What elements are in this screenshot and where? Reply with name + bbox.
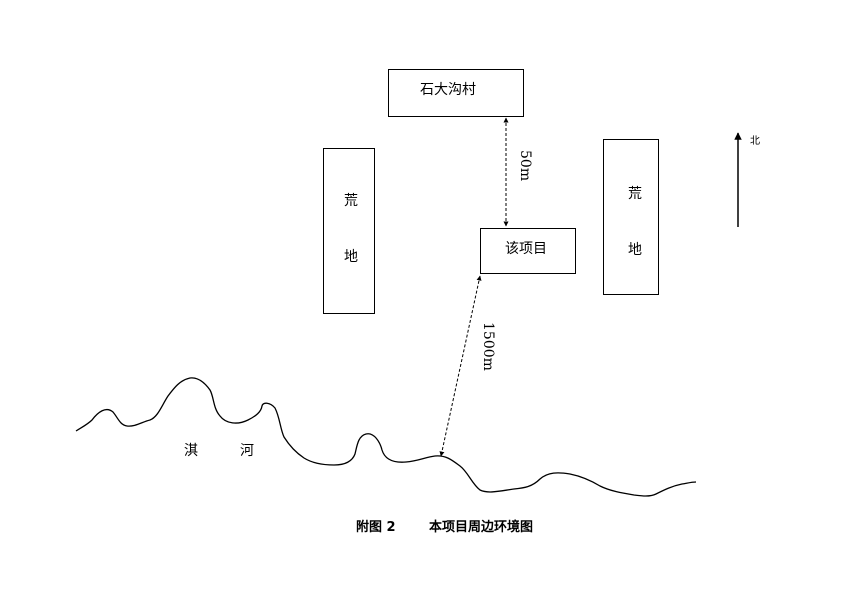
north-label: 北 bbox=[750, 136, 760, 147]
figure-number: 附图 2 bbox=[356, 520, 396, 535]
distance-label-village: 50m bbox=[517, 150, 533, 182]
project-box: 该项目 bbox=[480, 228, 576, 274]
project-label: 该项目 bbox=[505, 241, 547, 257]
wasteland-left-label-2: 地 bbox=[344, 249, 358, 265]
wasteland-right-box: 荒 地 bbox=[603, 139, 659, 295]
wasteland-left-box: 荒 地 bbox=[323, 148, 375, 314]
village-box: 石大沟村 bbox=[388, 69, 524, 117]
wasteland-right-label-2: 地 bbox=[628, 242, 642, 258]
village-label: 石大沟村 bbox=[420, 82, 476, 98]
wasteland-right-label-1: 荒 bbox=[628, 186, 642, 202]
distance-line-river bbox=[439, 275, 482, 457]
distance-label-river: 1500m bbox=[480, 322, 496, 371]
river-label-2: 河 bbox=[240, 443, 254, 459]
figure-title: 本项目周边环境图 bbox=[429, 520, 534, 535]
river-bank-line bbox=[75, 377, 697, 497]
river-label-1: 淇 bbox=[184, 443, 198, 459]
wasteland-left-label-1: 荒 bbox=[344, 193, 358, 209]
